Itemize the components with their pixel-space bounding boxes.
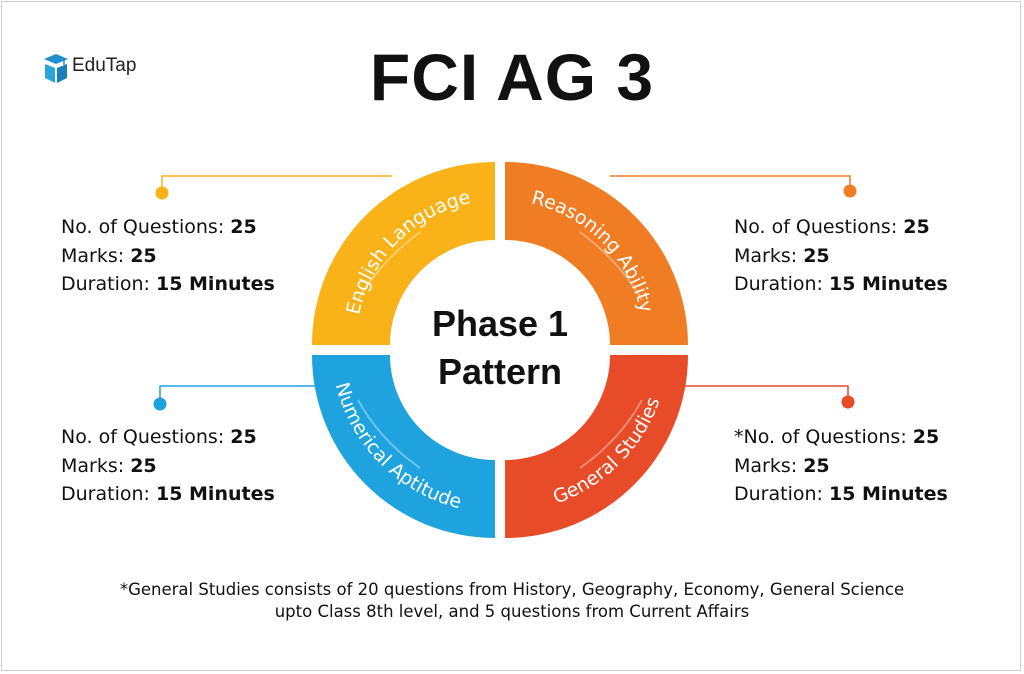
- duration-label: Duration:: [734, 273, 829, 295]
- marks-line: Marks: 25: [734, 452, 948, 481]
- center-title-line1: Phase 1: [432, 303, 568, 344]
- marks-label: Marks:: [734, 244, 804, 267]
- marks-label: Marks:: [734, 454, 804, 477]
- marks-line: Marks: 25: [61, 242, 275, 271]
- questions-label: No. of Questions:: [734, 216, 904, 238]
- connector-bottom-left: [153, 385, 318, 411]
- duration-line: Duration: 15 Minutes: [734, 270, 948, 299]
- questions-label: No. of Questions:: [61, 426, 231, 448]
- footnote: *General Studies consists of 20 question…: [0, 579, 1024, 623]
- segment-reasoning-ability: [505, 162, 688, 345]
- graduation-box-icon: [44, 54, 68, 83]
- duration-label: Duration:: [61, 483, 156, 505]
- marks-line: Marks: 25: [734, 242, 948, 271]
- brand-name: EduTap: [72, 55, 137, 76]
- segment-numerical-aptitude: [312, 355, 495, 538]
- duration-value: 15 Minutes: [155, 273, 275, 295]
- questions-value: 25: [230, 426, 257, 448]
- questions-line: No. of Questions: 25: [61, 213, 275, 242]
- duration-value: 15 Minutes: [828, 273, 948, 295]
- connector-top-right: [610, 175, 857, 198]
- duration-value: 15 Minutes: [828, 483, 948, 505]
- info-english-language: No. of Questions: 25 Marks: 25 Duration:…: [61, 213, 275, 299]
- marks-value: 25: [803, 454, 830, 477]
- marks-label: Marks:: [61, 454, 131, 477]
- edutap-logo: EduTap: [42, 52, 162, 86]
- footnote-line1: *General Studies consists of 20 question…: [119, 580, 905, 599]
- questions-line: *No. of Questions: 25: [734, 423, 948, 452]
- connector-top-left: [155, 175, 392, 200]
- questions-line: No. of Questions: 25: [61, 423, 275, 452]
- info-general-studies: *No. of Questions: 25 Marks: 25 Duration…: [734, 423, 948, 509]
- marks-value: 25: [130, 244, 157, 267]
- questions-label: *No. of Questions:: [734, 426, 913, 448]
- segment-english-language: [312, 162, 495, 345]
- center-title-line2: Pattern: [438, 351, 562, 392]
- questions-line: No. of Questions: 25: [734, 213, 948, 242]
- marks-label: Marks:: [61, 244, 131, 267]
- marks-value: 25: [130, 454, 157, 477]
- connector-bottom-right: [682, 385, 855, 409]
- questions-value: 25: [230, 216, 257, 238]
- marks-line: Marks: 25: [61, 452, 275, 481]
- questions-value: 25: [903, 216, 930, 238]
- questions-label: No. of Questions:: [61, 216, 231, 238]
- duration-label: Duration:: [61, 273, 156, 295]
- center-circle: [399, 249, 601, 451]
- duration-value: 15 Minutes: [155, 483, 275, 505]
- segment-general-studies: [505, 355, 688, 538]
- duration-line: Duration: 15 Minutes: [61, 480, 275, 509]
- duration-line: Duration: 15 Minutes: [61, 270, 275, 299]
- page-title: FCI AG 3: [369, 40, 655, 114]
- duration-label: Duration:: [734, 483, 829, 505]
- questions-value: 25: [912, 426, 940, 448]
- marks-value: 25: [803, 244, 830, 267]
- duration-line: Duration: 15 Minutes: [734, 480, 948, 509]
- info-reasoning-ability: No. of Questions: 25 Marks: 25 Duration:…: [734, 213, 948, 299]
- info-numerical-aptitude: No. of Questions: 25 Marks: 25 Duration:…: [61, 423, 275, 509]
- footnote-line2: upto Class 8th level, and 5 questions fr…: [274, 602, 750, 621]
